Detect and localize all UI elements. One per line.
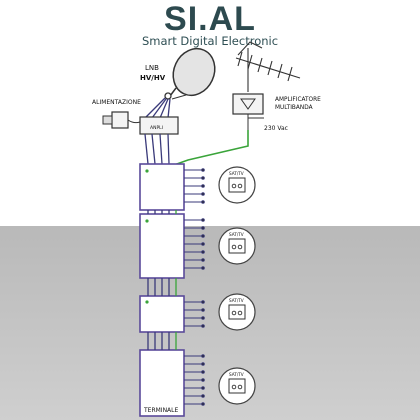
- output-taps: [184, 168, 205, 406]
- terminal-label: TERMINALE: [143, 407, 179, 414]
- terrestrial-cable: [173, 130, 249, 166]
- inserter-label: ANPLI: [150, 125, 163, 131]
- voltage-label: 230 Vac: [264, 125, 288, 132]
- amplifier-label-2: MULTIBANDA: [275, 105, 313, 111]
- multiswitch-3: [139, 295, 185, 333]
- brand-logo: SI.AL: [164, 0, 256, 38]
- lnb-label: LNB: [145, 64, 159, 72]
- power-supply: ALIMENTAZIONE: [92, 99, 141, 129]
- lnb-polarity-label: HV/HV: [140, 74, 166, 82]
- multiswitch-2: [139, 213, 185, 279]
- satellite-dish: [164, 47, 216, 100]
- multiswitch-1: [139, 163, 185, 211]
- wall-outlet-2: SAT/TV: [218, 227, 256, 265]
- outlet-label: SAT/TV: [229, 232, 244, 237]
- background-band: [0, 226, 420, 420]
- terminal-switch: TERMINALE: [139, 349, 185, 417]
- outlet-label: SAT/TV: [229, 171, 244, 176]
- inserter-cables: [144, 133, 170, 165]
- trunk-cables: [147, 210, 170, 350]
- lnb-cables: [144, 97, 171, 119]
- power-supply-label: ALIMENTAZIONE: [92, 99, 141, 106]
- outlet-label: SAT/TV: [229, 298, 244, 303]
- wall-outlet-1: SAT/TV: [218, 166, 256, 204]
- multiband-amplifier: AMPLIFICATORE MULTIBANDA 230 Vac: [232, 93, 321, 132]
- wall-outlet-3: SAT/TV: [218, 293, 256, 331]
- wall-outlet-4: SAT/TV: [218, 367, 256, 405]
- power-inserter: ANPLI: [139, 116, 179, 135]
- terrestrial-antenna: [235, 41, 301, 92]
- amplifier-label-1: AMPLIFICATORE: [275, 97, 321, 103]
- outlet-label: SAT/TV: [229, 372, 244, 377]
- brand-tagline: Smart Digital Electronic: [141, 34, 279, 48]
